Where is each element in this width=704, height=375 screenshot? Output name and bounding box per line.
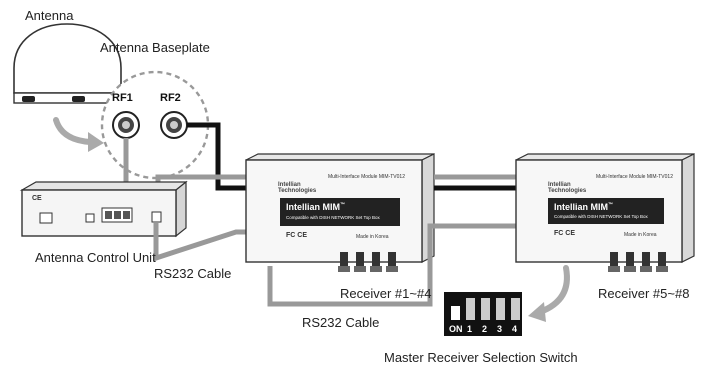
rf2-label: RF2: [160, 92, 181, 104]
rf2-cable: [187, 122, 248, 191]
acu-ce-mark: CE: [32, 195, 42, 202]
arrow-head-1: [88, 132, 104, 152]
rf2-connector: [160, 111, 188, 139]
rs232-label-bottom: RS232 Cable: [302, 315, 380, 330]
rs232-label-top: RS232 Cable: [154, 266, 232, 281]
rf1-label: RF1: [112, 92, 133, 104]
arrow-head-2: [528, 302, 546, 322]
mim1-fc-ce: FC CE: [286, 232, 307, 239]
mim2-made-in: Made in Korea: [624, 232, 657, 238]
baseplate-label: Antenna Baseplate: [100, 40, 210, 55]
mim-device-1: [245, 153, 435, 272]
rs232-cable-1: [153, 223, 248, 262]
switch-pos-1: 1: [467, 324, 473, 334]
antenna-to-baseplate-arrow: [53, 117, 93, 145]
mim2-header-text: Multi-Interface Module MIM-TV012: [596, 174, 673, 180]
switch-pos-2: 2: [482, 324, 488, 334]
rs232-cable-2: [267, 223, 520, 307]
mim1-made-in: Made in Korea: [356, 234, 389, 240]
mim2-fc-ce: FC CE: [554, 230, 575, 237]
antenna-dome: [13, 23, 122, 104]
mim2-subtitle: Compatible with DISH NETWORK Set Top Box: [554, 214, 648, 219]
switch-pos-4: 4: [512, 324, 518, 334]
acu-label: Antenna Control Unit: [35, 250, 156, 265]
receivers-5-8-label: Receiver #5~#8: [598, 286, 690, 301]
mim2-brand: Intellian MIM™: [554, 202, 614, 212]
switch-pos-3: 3: [497, 324, 503, 334]
receivers-1-4-label: Receiver #1~#4: [340, 286, 432, 301]
switch-label: Master Receiver Selection Switch: [384, 350, 578, 365]
rf1-connector: [112, 111, 140, 139]
antenna-label: Antenna: [25, 8, 74, 23]
dip-switch-body: [444, 292, 522, 336]
mim1-brand: Intellian MIM™: [286, 202, 346, 212]
mim-to-switch-arrow: [537, 265, 570, 315]
acu-box: [19, 180, 188, 238]
mim1-subtitle: Compatible with DISH NETWORK Set Top Box: [286, 215, 380, 220]
mim-device-2: [515, 153, 695, 272]
mim1-header-text: Multi-Interface Module MIM-TV012: [328, 174, 405, 180]
switch-on-label: ON: [449, 324, 463, 334]
